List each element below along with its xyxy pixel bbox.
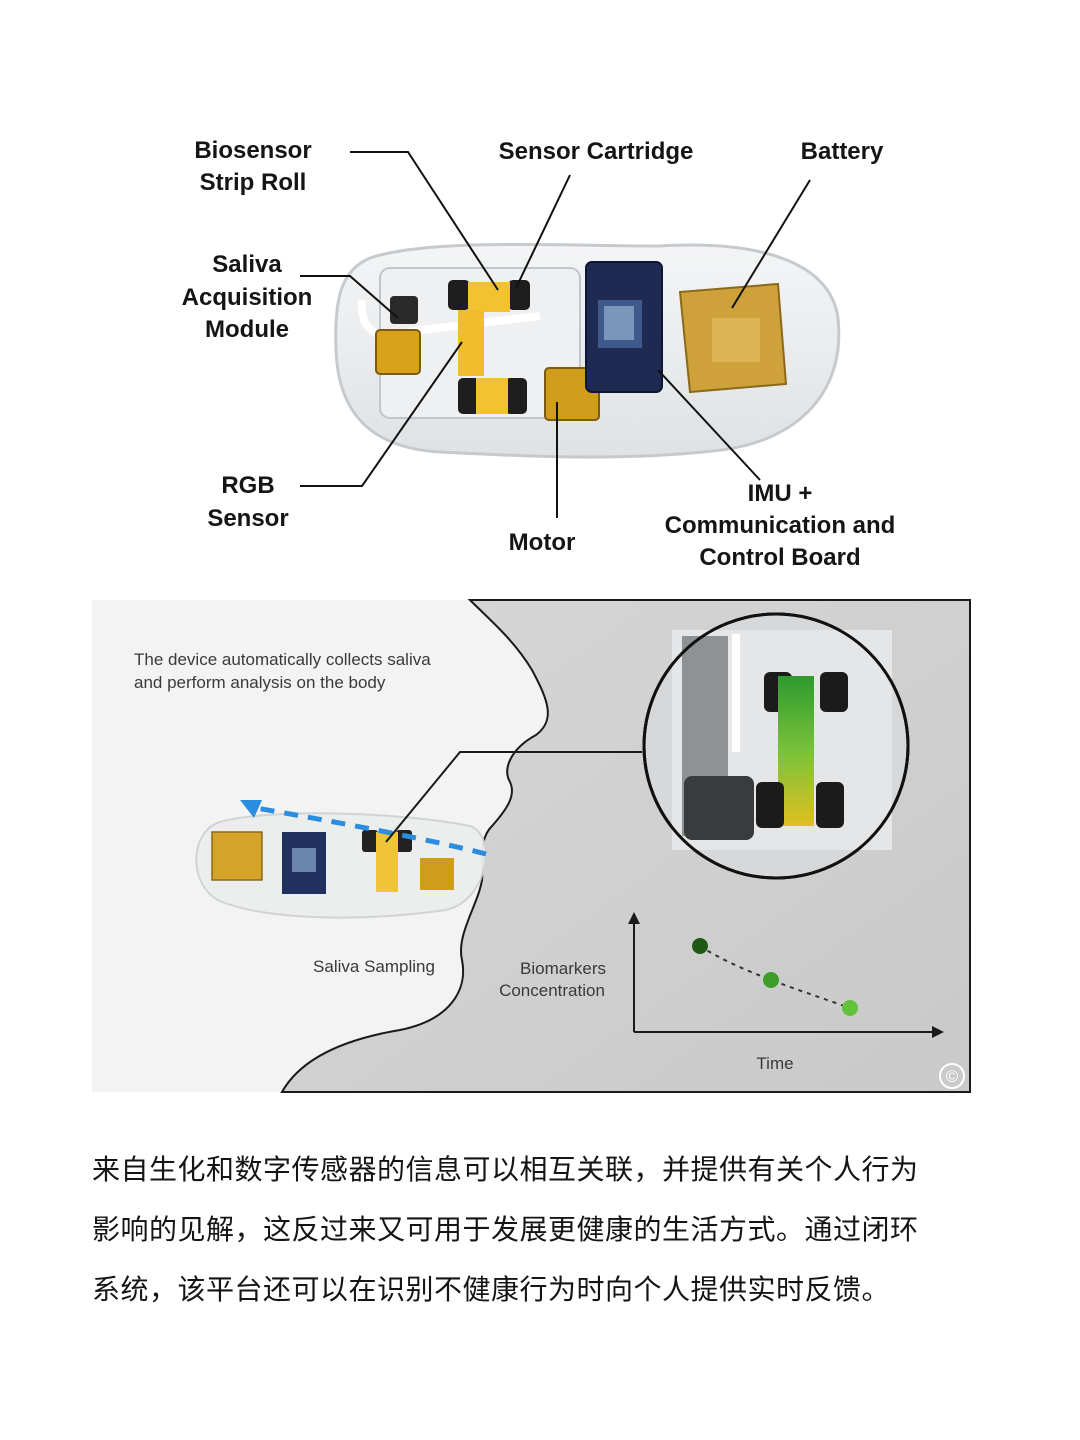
saliva-sampling-label: Saliva Sampling bbox=[313, 957, 435, 976]
caption-line2: and perform analysis on the body bbox=[134, 673, 386, 692]
label-motor: Motor bbox=[509, 529, 576, 556]
copyright-symbol: © bbox=[946, 1067, 959, 1086]
label-rgb-line2: Sensor bbox=[207, 505, 288, 532]
copyright-mark bbox=[939, 1063, 965, 1089]
label-rgb-line1: RGB bbox=[221, 472, 274, 499]
device-figure: Biosensor Strip Roll Sensor Cartridge Ba… bbox=[92, 137, 971, 1093]
paragraph-line-2: 影响的见解，这反过来又可用于发展更健康的生活方式。通过闭环 bbox=[92, 1213, 919, 1246]
label-battery: Battery bbox=[801, 138, 884, 165]
paragraph-line-1: 来自生化和数字传感器的信息可以相互关联，并提供有关个人行为 bbox=[92, 1153, 919, 1186]
biomarker-dot-3 bbox=[842, 1000, 858, 1016]
label-saliva-line3: Module bbox=[205, 316, 289, 343]
label-saliva-line2: Acquisition bbox=[182, 284, 313, 311]
leader-lines bbox=[300, 151, 811, 518]
label-saliva-line1: Saliva bbox=[212, 251, 282, 278]
device-photo bbox=[334, 242, 841, 459]
mini-chart-axes bbox=[628, 912, 944, 1038]
xlabel-time: Time bbox=[756, 1054, 793, 1073]
description-paragraph: 来自生化和数字传感器的信息可以相互关联，并提供有关个人行为 影响的见解，这反过来… bbox=[92, 1140, 992, 1320]
label-sensor-cartridge: Sensor Cartridge bbox=[499, 138, 694, 165]
paragraph-line-3: 系统，该平台还可以在识别不健康行为时向个人提供实时反馈。 bbox=[92, 1273, 891, 1306]
label-imu-line3: Control Board bbox=[699, 544, 860, 571]
label-biosensor-line2: Strip Roll bbox=[200, 169, 307, 196]
ylabel-line1: Biomarkers bbox=[520, 959, 606, 978]
caption-line1: The device automatically collects saliva bbox=[134, 650, 431, 669]
ylabel-line2: Concentration bbox=[499, 981, 605, 1000]
label-biosensor-line1: Biosensor bbox=[194, 137, 311, 164]
biomarker-dot-1 bbox=[692, 938, 708, 954]
biomarker-dot-2 bbox=[763, 972, 779, 988]
zoom-circle bbox=[642, 612, 910, 880]
in-body-illustration: The device automatically collects saliva… bbox=[92, 599, 971, 1093]
label-imu-line2: Communication and bbox=[665, 512, 896, 539]
label-imu-line1: IMU + bbox=[748, 480, 813, 507]
